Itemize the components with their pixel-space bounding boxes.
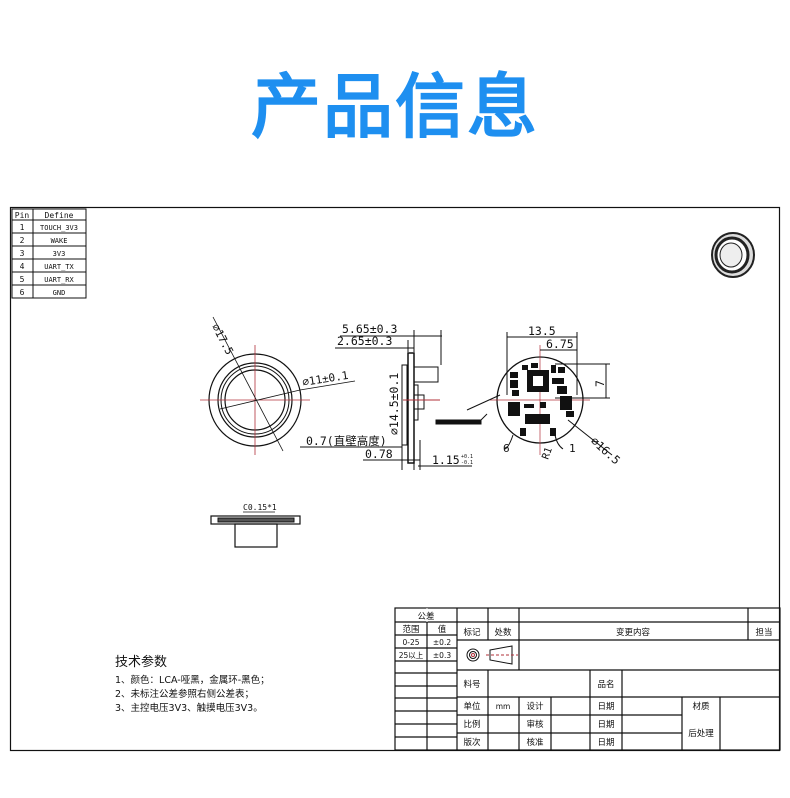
- tech-param-item: 1、颜色：LCA-哑黑，金属环-黑色；: [115, 674, 270, 686]
- pin-define: 3V3: [53, 250, 66, 258]
- dim-thickness-a: 0.78: [365, 447, 393, 461]
- dim-height-offset: 7: [593, 380, 607, 387]
- tolerance-value: ±0.3: [433, 651, 451, 660]
- change-label: 变更内容: [616, 627, 651, 638]
- ring-thumbnail: [711, 232, 755, 278]
- title-block: [394, 607, 781, 751]
- approve-label: 核准: [526, 737, 544, 748]
- pin-number: 2: [20, 236, 25, 245]
- define-header: Define: [45, 211, 74, 220]
- material-label: 材质: [692, 701, 710, 712]
- value-label: 值: [438, 624, 447, 635]
- tolerance-range: 25以上: [399, 651, 424, 660]
- pin-define: WAKE: [51, 237, 68, 245]
- pin-number: 6: [20, 288, 25, 297]
- dim-outer-diameter: ⌀17.5: [209, 322, 236, 357]
- unit-label: 单位: [463, 701, 481, 712]
- dim-thickness-b-tol-top: +0.1: [461, 454, 473, 460]
- part-no-label: 料号: [463, 679, 480, 690]
- pin-number: 1: [20, 223, 25, 232]
- dim-thickness-b: 1.15: [432, 453, 460, 467]
- version-label: 版次: [463, 737, 481, 748]
- sign-label: 担当: [755, 627, 772, 638]
- front-view: [200, 316, 356, 455]
- pin-define: UART_TX: [44, 263, 74, 271]
- tolerance-header: 公差: [417, 611, 434, 622]
- dim-width-half: 6.75: [546, 337, 574, 351]
- projection-symbol-icon: [466, 645, 518, 665]
- pin-define: TOUCH_3V3: [40, 224, 78, 232]
- pin-number: 3: [20, 249, 25, 258]
- post-process-label: 后处理: [688, 728, 714, 739]
- tolerance-value: ±0.2: [433, 638, 451, 647]
- unit-value: mm: [496, 702, 511, 711]
- range-label: 范围: [402, 624, 419, 635]
- scale-label: 比例: [463, 719, 480, 730]
- dim-pcb-diameter: ⌀16.5: [588, 434, 623, 468]
- dim-chamfer: C0.15*1: [243, 503, 277, 512]
- tech-param-item: 2、未标注公差参照右侧公差表；: [115, 688, 254, 700]
- pin-number: 4: [20, 262, 25, 271]
- pin-number: 5: [20, 275, 25, 284]
- design-label: 设计: [526, 701, 544, 712]
- pin-header: Pin: [15, 211, 30, 220]
- date-label: 日期: [597, 720, 614, 730]
- pin-1-label: 1: [569, 442, 576, 455]
- product-name-label: 品名: [597, 679, 614, 690]
- dim-wall-height: 0.7(直壁高度): [306, 434, 387, 448]
- tech-param-item: 3、主控电压3V3、触摸电压3V3。: [115, 702, 263, 714]
- pin-define: UART_RX: [44, 276, 74, 284]
- profile-view: [210, 511, 301, 548]
- date-label: 日期: [597, 738, 614, 748]
- back-view: [466, 332, 613, 456]
- dim-depth-front: 2.65±0.3: [337, 334, 392, 348]
- pin-table: [11, 208, 87, 299]
- date-label: 日期: [597, 702, 614, 712]
- side-view: [300, 330, 488, 470]
- pcb-components: [508, 363, 574, 436]
- dim-radius: R1: [540, 446, 554, 461]
- count-label: 处数: [494, 627, 512, 638]
- dim-body-diameter: ⌀14.5±0.1: [387, 373, 401, 435]
- mark-label: 标记: [463, 627, 481, 638]
- dim-width-total: 13.5: [528, 324, 556, 338]
- page-title: 产品信息: [251, 66, 539, 148]
- dim-thickness-b-tol-bottom: -0.1: [461, 460, 473, 466]
- tolerance-range: 0-25: [402, 638, 419, 647]
- dim-depth-total: 5.65±0.3: [342, 322, 397, 336]
- pin-define: GND: [53, 289, 66, 297]
- pin-6-label: 6: [503, 442, 510, 455]
- review-label: 审核: [526, 719, 544, 730]
- tech-params-heading: 技术参数: [115, 654, 167, 670]
